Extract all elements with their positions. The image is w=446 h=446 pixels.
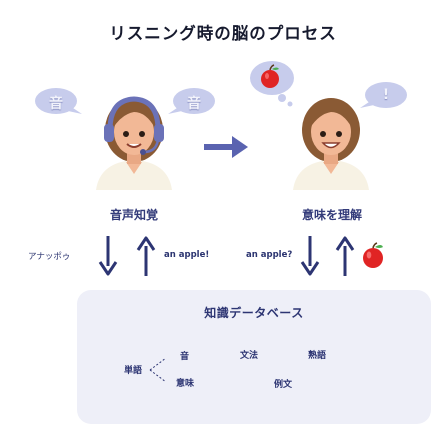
thought-bubble-apple xyxy=(248,56,308,108)
down-arrow-left-icon xyxy=(98,236,118,276)
exclamation-bubble-text: ! xyxy=(382,87,390,103)
sound-bubble-left: 音 xyxy=(34,86,86,118)
apple-icon xyxy=(363,242,383,268)
diagram-title: リスニング時の脳のプロセス xyxy=(109,24,337,43)
flow-arrow-icon xyxy=(204,136,248,158)
heard-sound-text: アナッポゥ xyxy=(28,252,71,262)
understanding-avatar xyxy=(283,86,379,190)
perception-label: 音声知覚 xyxy=(109,208,158,222)
kb-meaning: 意味 xyxy=(176,379,195,389)
knowledge-base-title: 知識データベース xyxy=(204,306,304,320)
comprehension-label: 意味を理解 xyxy=(301,208,362,222)
kb-example: 例文 xyxy=(274,380,293,390)
guess-text-left: an apple! xyxy=(164,250,210,260)
down-arrow-right-icon xyxy=(300,236,320,276)
exclamation-bubble: ! xyxy=(356,80,408,112)
sound-bubble-right-of-listener: 音 xyxy=(164,86,216,118)
kb-sound: 音 xyxy=(180,352,190,362)
guess-text-right: an apple? xyxy=(246,250,293,260)
up-arrow-left-icon xyxy=(136,236,156,276)
kb-idiom: 熟語 xyxy=(308,351,327,361)
kb-branch-lines xyxy=(149,357,167,383)
knowledge-base-panel xyxy=(77,290,431,424)
sound-bubble-right-text: 音 xyxy=(187,96,201,112)
kb-word: 単語 xyxy=(124,366,143,376)
listener-avatar xyxy=(86,86,182,190)
sound-bubble-left-text: 音 xyxy=(49,96,63,112)
up-arrow-right-icon xyxy=(335,236,355,276)
kb-grammar: 文法 xyxy=(240,351,259,361)
